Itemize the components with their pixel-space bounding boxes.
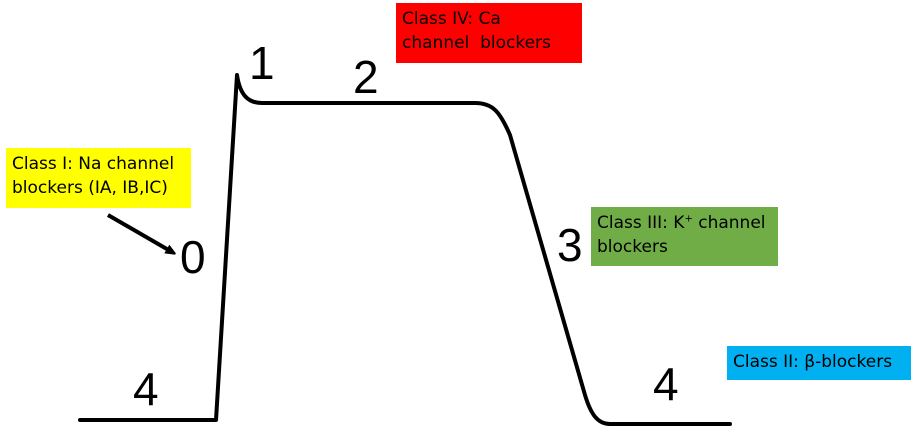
class1-pointer-arrow xyxy=(106,213,172,252)
potassium-superscript: + xyxy=(684,213,693,225)
class3-label-box: Class III: K+ channel blockers xyxy=(591,207,778,266)
class1-label-box: Class I: Na channel blockers (IA, IB,IC) xyxy=(6,148,191,208)
phase-1-label: 1 xyxy=(249,37,275,89)
class1-label-line1: Class I: Na channel xyxy=(12,154,175,174)
class3-label-line2: blockers xyxy=(597,237,668,257)
class1-label-line2: blockers (IA, IB,IC) xyxy=(12,178,168,198)
class2-label-box: Class II: β-blockers xyxy=(727,346,911,380)
class4-label-box: Class IV: Ca channel blockers xyxy=(396,3,582,63)
phase-4-left-label: 4 xyxy=(133,363,159,415)
action-potential-curve xyxy=(78,73,732,426)
phase-2-label: 2 xyxy=(353,51,379,103)
phase-0-label: 0 xyxy=(180,231,206,283)
class4-label-line2: channel blockers xyxy=(402,33,551,53)
class4-label-line1: Class IV: Ca xyxy=(402,9,501,29)
phase-4-right-label: 4 xyxy=(653,358,679,410)
class3-label-line1: Class III: K+ channel xyxy=(597,211,772,235)
class3-label-prefix: Class III: K xyxy=(597,213,685,233)
phase-3-label: 3 xyxy=(557,219,583,271)
class3-label-suffix: channel xyxy=(692,213,766,233)
class2-label-line1: Class II: β-blockers xyxy=(733,352,893,372)
